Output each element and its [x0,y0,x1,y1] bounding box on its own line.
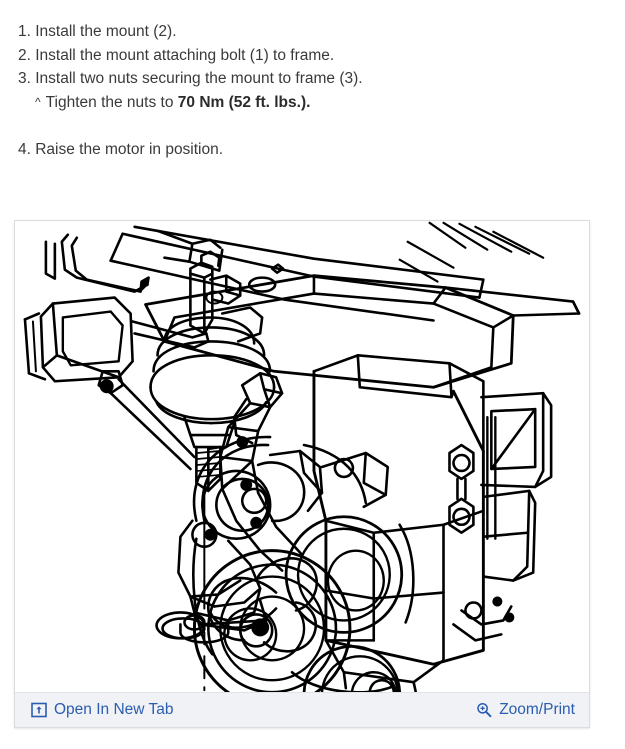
zoom-print-button[interactable]: Zoom/Print [476,701,575,719]
figure-image[interactable] [15,221,589,692]
figure-card: Open In New Tab Zoom/Print [14,220,590,728]
substep-torque-value: 70 Nm (52 ft. lbs.). [177,93,311,111]
open-in-new-tab-label: Open In New Tab [54,701,174,718]
substep-caret-marker: ^ [35,94,41,109]
figure-toolbar: Open In New Tab Zoom/Print [15,692,589,727]
instruction-step-1: 1. Install the mount (2). [18,23,177,40]
instruction-list: 1. Install the mount (2). 2. Install the… [0,0,625,162]
substep-text: Tighten the nuts to [45,93,178,111]
external-link-icon [31,702,47,718]
instruction-step-4: 4. Raise the motor in position. [18,141,224,159]
engine-mount-line-drawing [23,221,581,692]
open-in-new-tab-button[interactable]: Open In New Tab [31,701,173,719]
instruction-step-2: 2. Install the mount attaching bolt (1) … [18,46,335,64]
magnifier-plus-icon [476,702,492,718]
zoom-print-label: Zoom/Print [499,701,575,718]
instruction-substep-torque: ^ Tighten the nuts to 70 Nm (52 ft. lbs.)… [18,91,611,115]
step-spacer [18,114,611,138]
instruction-step-3: 3. Install two nuts securing the mount t… [18,70,363,88]
